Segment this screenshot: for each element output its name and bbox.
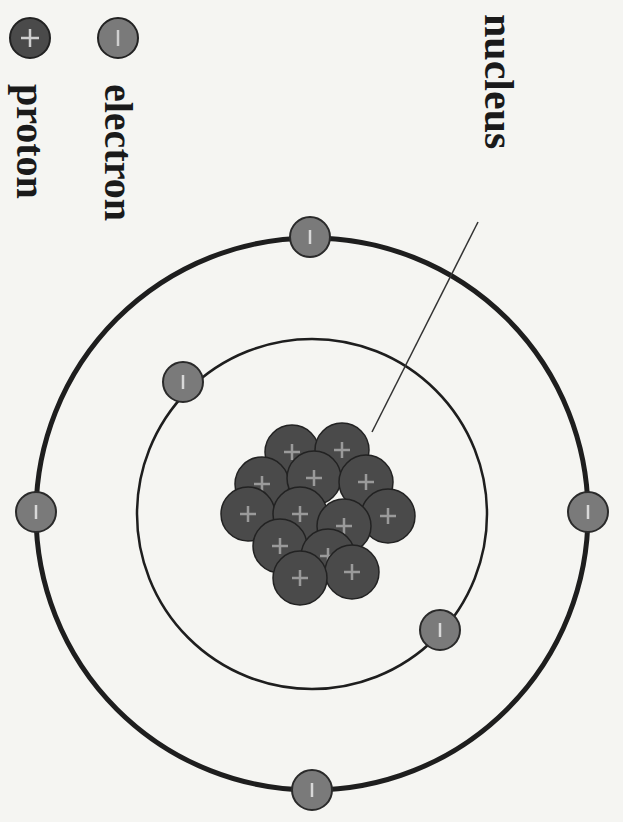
outer-shell — [36, 238, 588, 790]
legend-swatch — [7, 15, 53, 61]
legend-text: proton — [10, 84, 50, 199]
electron-particle — [420, 610, 460, 650]
electron-particle — [292, 770, 332, 810]
part-label: nucleus — [478, 14, 520, 149]
legend-swatch — [95, 15, 141, 61]
electron-particle — [16, 492, 56, 532]
inner-shell — [137, 339, 487, 689]
proton-particle — [273, 551, 327, 605]
electron-particle — [163, 362, 203, 402]
legend-text: electron — [98, 84, 138, 221]
electron-particle — [568, 492, 608, 532]
nucleus-cluster — [221, 423, 415, 605]
leader-line — [372, 222, 478, 432]
electron-group — [16, 217, 608, 810]
proton-particle — [325, 545, 379, 599]
electron-particle — [290, 217, 330, 257]
